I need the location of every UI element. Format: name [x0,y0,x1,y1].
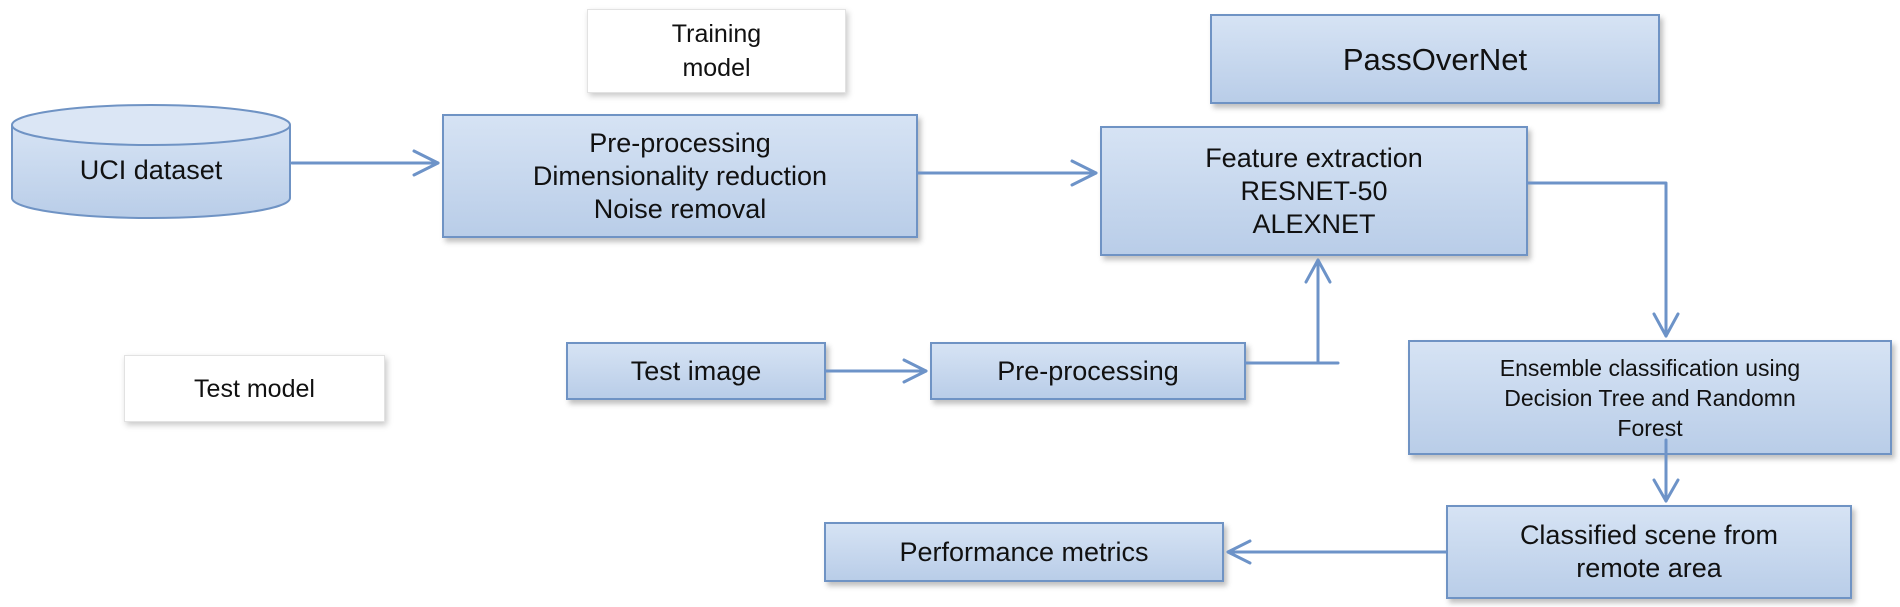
uci-dataset-cylinder: UCI dataset [10,103,292,220]
test-image-box: Test image [566,342,826,400]
arrow-testimage-to-preprocessing [824,358,928,384]
arrow-ensemble-to-classified [1652,438,1680,503]
preprocessing-line-3: Noise removal [593,193,767,224]
ensemble-classification-box: Ensemble classification using Decision T… [1408,340,1892,455]
arrow-uci-to-preprocessing [290,149,440,177]
test-image-label: Test image [630,355,762,386]
test-note-label: Test model [194,374,315,403]
training-note-line-2: model [682,54,751,82]
training-model-note: Training model [587,9,846,93]
preprocessing-test-box: Pre-processing [930,342,1246,400]
uci-dataset-label: UCI dataset [79,155,223,185]
classified-scene-box: Classified scene from remote area [1446,505,1852,599]
passovernet-box: PassOverNet [1210,14,1660,104]
performance-metrics-box: Performance metrics [824,522,1224,582]
performance-label: Performance metrics [899,536,1149,567]
classified-line-2: remote area [1576,553,1722,583]
database-icon [11,104,291,219]
arrow-preprocessing-to-feature [916,159,1098,187]
feature-line-3: ALEXNET [1252,208,1376,239]
classified-line-1: Classified scene from [1519,520,1779,550]
arrow-classified-to-performance [1226,539,1448,565]
training-note-line-1: Training [671,20,762,48]
feature-line-2: RESNET-50 [1240,175,1388,206]
test-model-note: Test model [124,355,385,422]
arrow-feature-to-ensemble [1526,181,1680,338]
preprocessing-line-2: Dimensionality reduction [532,160,828,191]
preprocessing-test-label: Pre-processing [997,355,1179,386]
arrow-preprocessing-to-feature-up [1244,258,1340,365]
ensemble-line-2: Decision Tree and Randomn [1504,384,1796,411]
feature-extraction-box: Feature extraction RESNET-50 ALEXNET [1100,126,1528,256]
preprocessing-training-box: Pre-processing Dimensionality reduction … [442,114,918,238]
passovernet-label: PassOverNet [1342,41,1528,77]
ensemble-line-3: Forest [1617,414,1683,441]
ensemble-line-1: Ensemble classification using [1499,354,1801,381]
feature-line-1: Feature extraction [1205,142,1423,173]
preprocessing-line-1: Pre-processing [589,127,771,158]
